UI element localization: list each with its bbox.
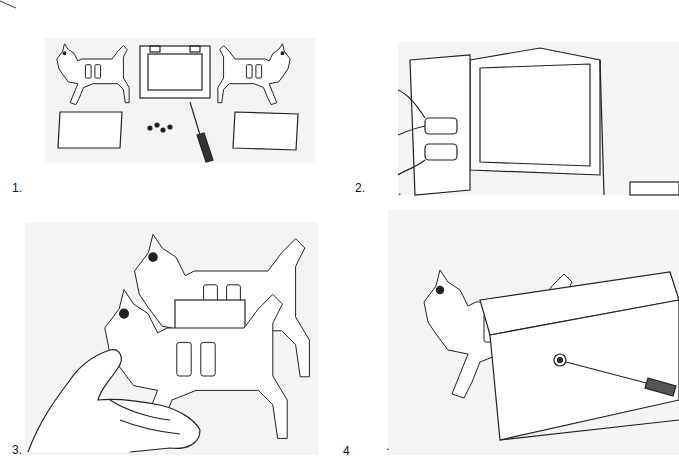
step-number: 1. — [12, 181, 22, 195]
step-number: 2. — [355, 181, 365, 195]
step-number: . — [398, 184, 401, 198]
step-number: . — [386, 439, 389, 453]
step-number: 4 — [343, 444, 350, 458]
step-number: 3. — [12, 443, 22, 457]
